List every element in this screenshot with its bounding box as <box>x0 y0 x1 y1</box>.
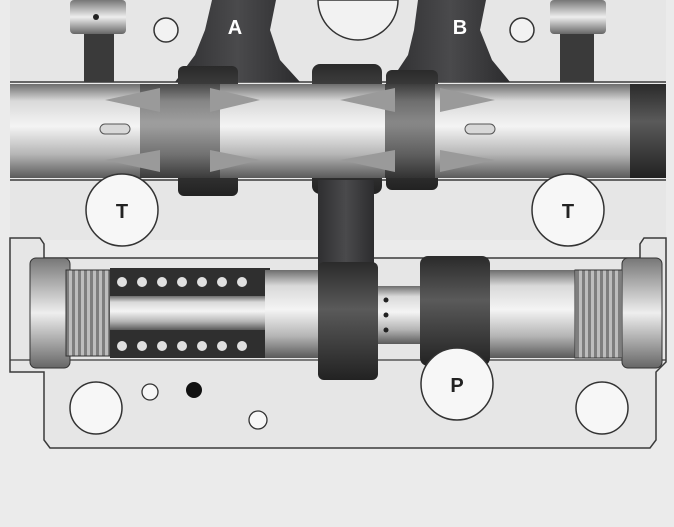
port-t-right: T <box>531 173 605 247</box>
mount-hole <box>575 381 629 435</box>
port-t-left-label: T <box>116 201 128 223</box>
port-b-label: B <box>453 17 467 39</box>
bolt-hole <box>509 17 535 43</box>
lower-spool <box>29 256 663 380</box>
small-hole-dark <box>186 382 202 398</box>
port-a-label: A <box>228 17 242 39</box>
port-p-label: P <box>450 375 463 397</box>
left-fitting <box>70 0 126 82</box>
upper-spool <box>10 84 666 178</box>
port-t-right-label: T <box>562 201 574 223</box>
small-hole <box>141 383 159 401</box>
port-p: P <box>420 347 494 421</box>
small-hole <box>248 410 268 430</box>
bolt-hole <box>153 17 179 43</box>
center-bore <box>317 0 399 41</box>
right-fitting <box>550 0 606 82</box>
port-t-left: T <box>85 173 159 247</box>
mount-hole <box>69 381 123 435</box>
